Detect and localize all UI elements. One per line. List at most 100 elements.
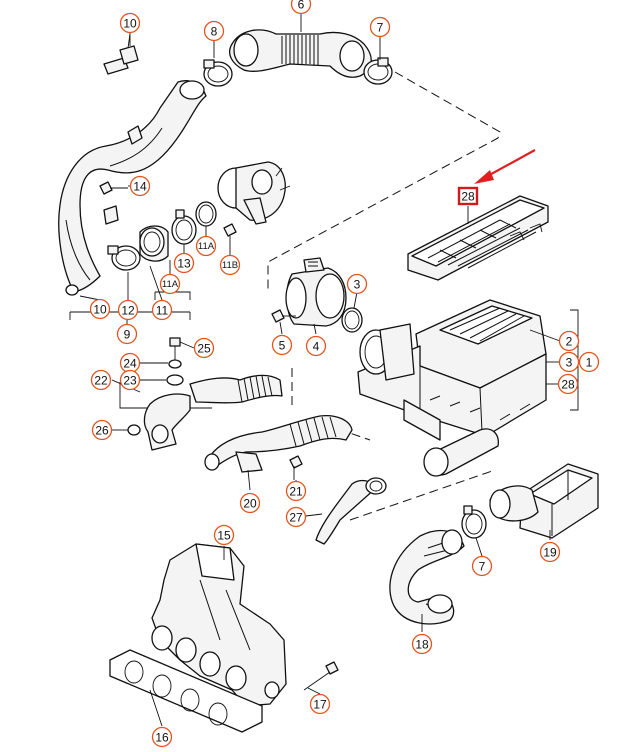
- label-circle: [239, 492, 261, 514]
- clamp-13: [171, 209, 197, 245]
- label-bubble: 11A: [195, 235, 217, 257]
- label-circle: [151, 726, 173, 748]
- label-circle: [203, 20, 225, 42]
- label-bubble: 5: [271, 334, 293, 356]
- label-circle: [539, 541, 561, 563]
- label-bubble: 10: [119, 12, 141, 34]
- label-text: 3: [566, 356, 573, 370]
- label-bubble: 4: [305, 335, 327, 357]
- label-circle: [129, 175, 151, 197]
- intake-duct: [423, 428, 499, 477]
- label-text: 2: [566, 335, 573, 349]
- lower-hose-18: [389, 529, 465, 625]
- label-bubble: 8: [203, 20, 225, 42]
- label-bubble: 2: [558, 330, 580, 352]
- label-bubble: 12: [117, 299, 139, 321]
- label-text: 11A: [162, 279, 179, 290]
- label-bubble: 3: [558, 351, 580, 373]
- label-text: 17: [313, 698, 327, 712]
- label-bubble: 15: [213, 524, 235, 546]
- washer-24: [168, 359, 182, 369]
- label-circle: [117, 299, 139, 321]
- label-circle: [151, 299, 173, 321]
- label-text: 24: [123, 357, 137, 371]
- label-bubble: 18: [411, 633, 433, 655]
- label-circle: [285, 480, 307, 502]
- label-circle: [90, 369, 112, 391]
- hose-clamp-7-lower: [461, 505, 487, 539]
- label-text: 22: [94, 374, 108, 388]
- bolt-17: [303, 661, 339, 691]
- seal-3: [341, 307, 363, 333]
- red-arrow-icon: [474, 149, 536, 184]
- label-bubble: 1: [578, 351, 600, 373]
- label-circle: [195, 235, 217, 257]
- label-circle: [119, 369, 141, 391]
- bolt-11B: [223, 223, 237, 237]
- top-hose-6: [229, 29, 372, 78]
- label-text: 20: [243, 497, 257, 511]
- o-ring-11A: [195, 201, 217, 227]
- label-circle: [578, 351, 600, 373]
- label-circle: [116, 323, 138, 345]
- label-text: 11B: [222, 260, 238, 271]
- corrugated-hose-lower: [204, 414, 353, 473]
- label-text: 27: [289, 511, 303, 525]
- temperature-sensor: [103, 33, 139, 75]
- air-filter-element-28: [407, 195, 549, 281]
- label-bubble: 24: [119, 352, 141, 374]
- corrugated-hose-upper: [189, 374, 283, 404]
- label-circle: [285, 506, 307, 528]
- label-bubble: 10: [89, 298, 111, 320]
- throttle-housing: [217, 161, 291, 225]
- label-bubble: 27: [285, 506, 307, 528]
- hose-clamp-8: [203, 59, 233, 87]
- label-text: 28: [561, 378, 575, 392]
- label-text: 18: [415, 638, 429, 652]
- screw-21: [289, 455, 303, 480]
- label-text: 3: [354, 278, 361, 292]
- label-circle: [91, 419, 113, 441]
- label-text: 21: [289, 485, 303, 499]
- gasket-16: [109, 649, 263, 733]
- label-text: 6: [298, 0, 305, 12]
- label-text: 7: [479, 560, 486, 574]
- grommet-23: [166, 374, 184, 386]
- label-circle: [411, 633, 433, 655]
- label-bubble: 22: [90, 369, 112, 391]
- label-bubble: 11A: [159, 273, 181, 295]
- label-text: 10: [93, 303, 107, 317]
- label-bubble: 17: [309, 693, 331, 715]
- label-circle: [173, 252, 195, 274]
- label-text: 11A: [198, 241, 215, 252]
- label-bubble: 16: [151, 726, 173, 748]
- label-circle: [193, 337, 215, 359]
- label-text: 7: [377, 21, 384, 35]
- label-circle: [305, 335, 327, 357]
- label-circle: [346, 273, 368, 295]
- label-bubble: 13: [173, 252, 195, 274]
- label-bubble: 26: [91, 419, 113, 441]
- label-text: 12: [121, 304, 135, 318]
- label-text: 23: [123, 374, 137, 388]
- label-bubble: 3: [346, 273, 368, 295]
- screw-5: [271, 309, 296, 323]
- label-text: 11: [156, 304, 169, 318]
- charge-air-pipe: [58, 80, 207, 293]
- label-circle: [119, 12, 141, 34]
- label-bubble: 9: [116, 323, 138, 345]
- label-bubble: 11B: [219, 254, 241, 276]
- label-bubble: 19: [539, 541, 561, 563]
- highlight-box: [457, 186, 479, 206]
- label-text: 10: [123, 17, 137, 31]
- adapter-12: [139, 225, 169, 262]
- label-circle: [557, 373, 579, 395]
- label-text: 1: [586, 356, 593, 370]
- label-circle: [219, 254, 241, 276]
- label-bubble: 25: [193, 337, 215, 359]
- label-circle: [558, 330, 580, 352]
- label-text: 15: [217, 529, 231, 543]
- highlighted-label-28: 28: [457, 186, 479, 206]
